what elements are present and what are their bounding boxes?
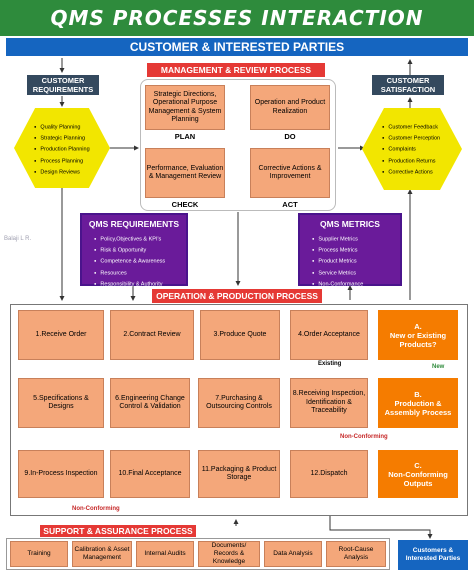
customer-requirements-label: CUSTOMER REQUIREMENTS bbox=[27, 75, 99, 95]
check-box: Performance, Evaluation & Management Rev… bbox=[145, 148, 225, 198]
decision-new-or-existing: A. New or Existing Products? bbox=[378, 310, 458, 360]
step-specifications-designs: 5.Specifications & Designs bbox=[18, 378, 104, 428]
management-review-label: MANAGEMENT & REVIEW PROCESS bbox=[147, 63, 325, 77]
do-box: Operation and Product Realization bbox=[250, 85, 330, 130]
customer-satisfaction-label: CUSTOMER SATISFACTION bbox=[372, 75, 444, 95]
decision-non-conforming-outputs: C. Non-Conforming Outputs bbox=[378, 450, 458, 498]
step-dispatch: 12.Dispatch bbox=[290, 450, 368, 498]
customer-requirements-list: Quality Planning Strategic Planning Prod… bbox=[34, 122, 90, 178]
qms-metrics-list: Supplier Metrics Process Metrics Product… bbox=[312, 234, 400, 290]
step-receive-order: 1.Receive Order bbox=[18, 310, 104, 360]
list-item: Corrective Actions bbox=[382, 167, 440, 178]
support-calibration: Calibration & Asset Management bbox=[72, 541, 132, 567]
list-item: Service Metrics bbox=[312, 268, 400, 279]
qms-metrics-title: QMS METRICS bbox=[320, 219, 380, 229]
step-purchasing-outsourcing: 7.Purchasing & Outsourcing Controls bbox=[198, 378, 280, 428]
list-item: Competence & Awareness bbox=[94, 256, 186, 267]
qms-requirements-title: QMS REQUIREMENTS bbox=[88, 219, 180, 229]
support-data-analysis: Data Analysis bbox=[264, 541, 322, 567]
page-title: QMS PROCESSES INTERACTION bbox=[50, 6, 424, 30]
customers-interested-parties-box: Customers & Interested Parties bbox=[398, 540, 468, 570]
existing-label: Existing bbox=[318, 361, 342, 367]
step-packaging-storage: 11.Packaging & Product Storage bbox=[198, 450, 280, 498]
act-label: ACT bbox=[282, 200, 298, 209]
customer-satisfaction-list: Customer Feedback Customer Perception Co… bbox=[382, 122, 440, 178]
operation-production-label: OPERATION & PRODUCTION PROCESS bbox=[152, 289, 322, 303]
watermark-text: Balaji L R. bbox=[4, 236, 32, 242]
step-engineering-change: 6.Engineering Change Control & Validatio… bbox=[110, 378, 190, 428]
new-label: New bbox=[432, 364, 445, 370]
support-documents: Documents/ Records & Knowledge bbox=[198, 541, 260, 567]
list-item: Customer Perception bbox=[382, 133, 440, 144]
list-item: Supplier Metrics bbox=[312, 234, 400, 245]
list-item: Risk & Opportunity bbox=[94, 245, 186, 256]
step-produce-quote: 3.Produce Quote bbox=[200, 310, 280, 360]
title-banner: QMS PROCESSES INTERACTION bbox=[0, 0, 474, 36]
support-assurance-label: SUPPORT & ASSURANCE PROCESS bbox=[40, 525, 196, 537]
list-item: Strategic Planning bbox=[34, 133, 90, 144]
step-final-acceptance: 10.Final Acceptance bbox=[110, 450, 190, 498]
list-item: Production Returns bbox=[382, 156, 440, 167]
support-root-cause: Root-Cause Analysis bbox=[326, 541, 386, 567]
do-label: DO bbox=[284, 132, 296, 141]
list-item: Resources bbox=[94, 268, 186, 279]
step-receiving-inspection: 8.Receiving Inspection, Identification &… bbox=[290, 378, 368, 428]
non-conforming-label-2: Non-Conforming bbox=[72, 506, 120, 512]
customer-satisfaction-hexagon: Customer Feedback Customer Perception Co… bbox=[362, 108, 462, 190]
list-item: Complaints bbox=[382, 144, 440, 155]
qms-metrics-box: QMS METRICS Supplier Metrics Process Met… bbox=[298, 213, 402, 288]
check-label: CHECK bbox=[171, 200, 199, 209]
list-item: Responsibility & Authority bbox=[94, 279, 186, 290]
qms-requirements-list: Policy,Objectives & KPI's Risk & Opportu… bbox=[94, 234, 186, 290]
list-item: Non-Conformance bbox=[312, 279, 400, 290]
decision-production-assembly: B. Production & Assembly Process bbox=[378, 378, 458, 428]
plan-label: PLAN bbox=[174, 132, 196, 141]
qms-requirements-box: QMS REQUIREMENTS Policy,Objectives & KPI… bbox=[80, 213, 188, 288]
support-internal-audits: Internal Audits bbox=[136, 541, 194, 567]
act-box: Corrective Actions & Improvement bbox=[250, 148, 330, 198]
list-item: Design Reviews bbox=[34, 167, 90, 178]
list-item: Production Planning bbox=[34, 144, 89, 155]
support-training: Training bbox=[10, 541, 68, 567]
step-in-process-inspection: 9.In-Process Inspection bbox=[18, 450, 104, 498]
plan-box: Strategic Directions, Operational Purpos… bbox=[145, 85, 225, 130]
list-item: Process Planning bbox=[34, 156, 90, 167]
non-conforming-label-1: Non-Conforming bbox=[340, 434, 388, 440]
list-item: Process Metrics bbox=[312, 245, 400, 256]
list-item: Quality Planning bbox=[34, 122, 90, 133]
list-item: Customer Feedback bbox=[382, 122, 440, 133]
customer-banner: CUSTOMER & INTERESTED PARTIES bbox=[6, 38, 468, 56]
step-contract-review: 2.Contract Review bbox=[110, 310, 194, 360]
customer-requirements-hexagon: Quality Planning Strategic Planning Prod… bbox=[14, 108, 110, 188]
step-order-acceptance: 4.Order Acceptance bbox=[290, 310, 368, 360]
list-item: Product Metrics bbox=[312, 256, 400, 267]
list-item: Policy,Objectives & KPI's bbox=[94, 234, 186, 245]
